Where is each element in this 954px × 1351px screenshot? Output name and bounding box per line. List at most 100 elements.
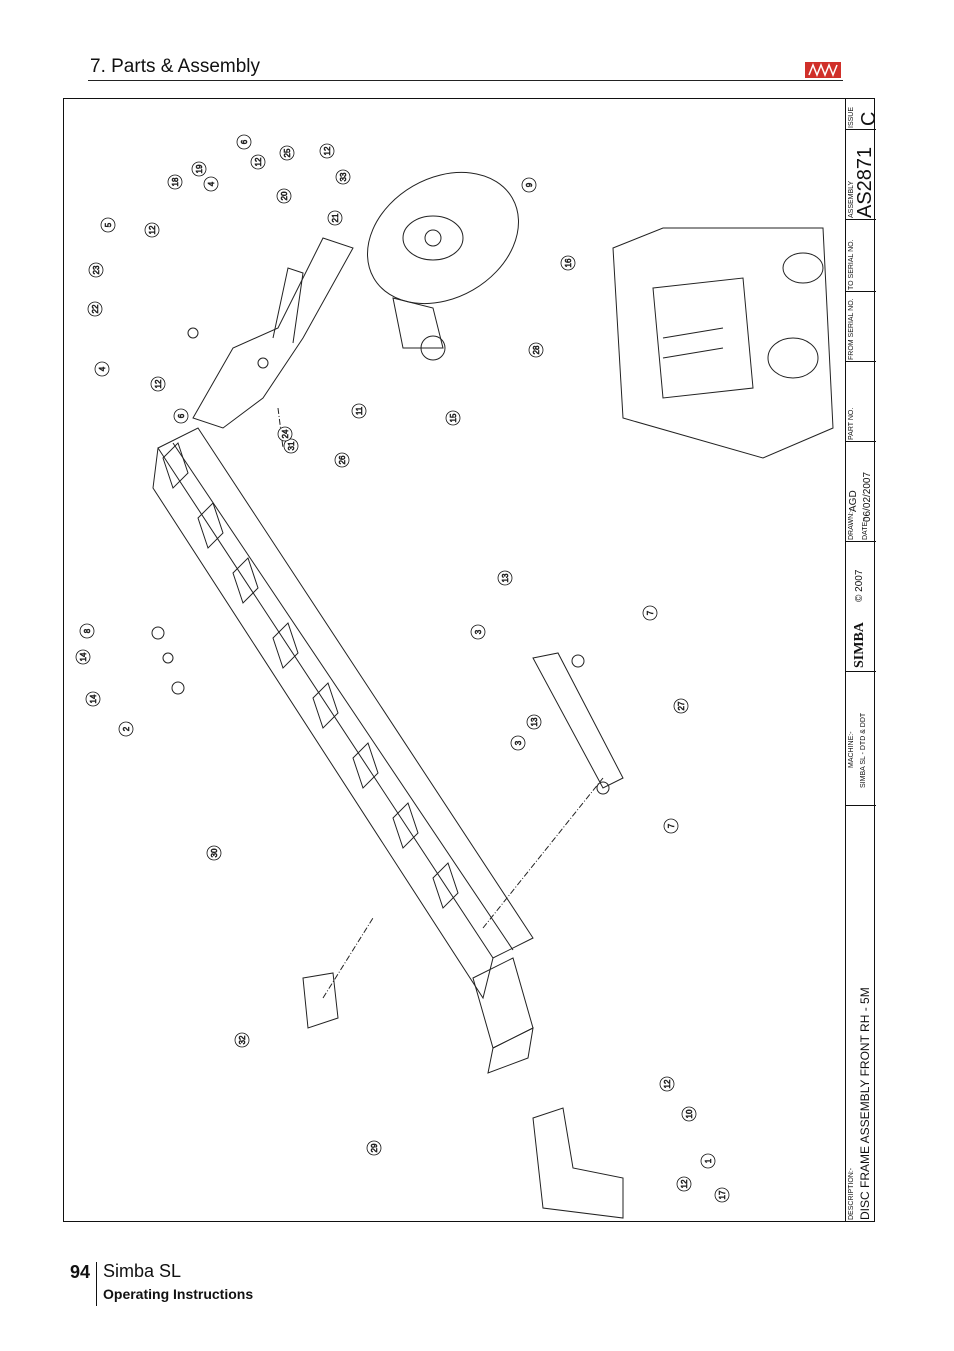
callout-balloon: 14: [75, 649, 91, 665]
from-serial-label: FROM SERIAL NO.: [848, 298, 855, 360]
callout-balloon: 4: [203, 176, 219, 192]
description-cell: DESCRIPTION:- DISC FRAME ASSEMBLY FRONT …: [846, 806, 876, 1222]
copyright: © 2007: [854, 569, 865, 602]
callout-balloon: 9: [521, 177, 537, 193]
callout-number: 12: [680, 1179, 689, 1188]
callout-balloon: 13: [526, 714, 542, 730]
brand-cell: SIMBA © 2007: [846, 542, 876, 672]
callout-number: 16: [564, 258, 573, 267]
machine-value: SIMBA SL - DTD & DDT: [860, 712, 867, 788]
callout-balloon: 7: [642, 605, 658, 621]
callout-balloon: 24: [277, 426, 293, 442]
drawing-frame: [63, 98, 875, 1222]
callout-balloon: 12: [144, 222, 160, 238]
callout-balloon: 27: [673, 698, 689, 714]
callout-balloon: 23: [88, 262, 104, 278]
header-rule: [88, 80, 843, 81]
callout-number: 33: [339, 172, 348, 181]
callout-balloon: 30: [206, 845, 222, 861]
callout-balloon: 19: [191, 161, 207, 177]
description-value: DISC FRAME ASSEMBLY FRONT RH - 5M: [858, 987, 872, 1220]
callout-number: 12: [154, 379, 163, 388]
issue-cell: ISSUE C: [846, 98, 880, 130]
callout-balloon: 8: [79, 623, 95, 639]
callout-number: 31: [287, 441, 296, 450]
callout-number: 15: [449, 413, 458, 422]
drawn-date-cell: DRAWN:- AGD DATE:- 06/02/2007: [846, 442, 876, 542]
to-serial-cell: TO SERIAL NO.: [846, 220, 876, 292]
callout-number: 7: [667, 823, 676, 828]
callout-number: 3: [474, 629, 483, 634]
callout-number: 29: [370, 1143, 379, 1152]
callout-balloon: 12: [250, 154, 266, 170]
callout-balloon: 4: [94, 361, 110, 377]
callout-number: 24: [281, 429, 290, 438]
callout-number: 12: [663, 1079, 672, 1088]
from-serial-cell: FROM SERIAL NO.: [846, 292, 876, 362]
callout-number: 25: [283, 148, 292, 157]
callout-number: 13: [501, 573, 510, 582]
callout-balloon: 10: [681, 1106, 697, 1122]
callout-balloon: 16: [560, 255, 576, 271]
callout-balloon: 6: [173, 408, 189, 424]
callout-balloon: 7: [663, 818, 679, 834]
callout-number: 7: [646, 610, 655, 615]
callout-number: 8: [83, 628, 92, 633]
callout-balloon: 13: [497, 570, 513, 586]
callout-balloon: 14: [85, 691, 101, 707]
callout-balloon: 1: [700, 1153, 716, 1169]
callout-number: 10: [685, 1109, 694, 1118]
footer-divider: [96, 1262, 97, 1306]
callout-number: 9: [525, 182, 534, 187]
callout-number: 6: [240, 139, 249, 144]
callout-number: 12: [323, 146, 332, 155]
callout-balloon: 3: [510, 735, 526, 751]
callout-balloon: 20: [276, 188, 292, 204]
drawn-label: DRAWN:-: [848, 509, 855, 540]
footer-subtitle: Operating Instructions: [103, 1286, 254, 1302]
footer-model: Simba SL: [103, 1261, 182, 1281]
callout-number: 2: [122, 726, 131, 731]
issue-label: ISSUE: [848, 106, 855, 128]
callout-number: 4: [98, 366, 107, 371]
assembly-value: AS2871: [854, 146, 876, 218]
callout-balloon: 12: [676, 1176, 692, 1192]
callout-balloon: 28: [528, 342, 544, 358]
part-no-label: PART NO.: [848, 407, 855, 440]
callout-number: 4: [207, 181, 216, 186]
callout-number: 3: [514, 740, 523, 745]
callout-number: 18: [171, 177, 180, 186]
callout-balloon: 15: [445, 410, 461, 426]
callout-number: 1: [704, 1158, 713, 1163]
callout-balloon: 3: [470, 624, 486, 640]
part-no-cell: PART NO.: [846, 362, 876, 442]
callout-number: 27: [677, 701, 686, 710]
callout-number: 30: [210, 848, 219, 857]
callout-number: 13: [530, 717, 539, 726]
callout-balloon: 33: [335, 169, 351, 185]
callout-number: 14: [79, 652, 88, 661]
callout-number: 14: [89, 694, 98, 703]
callout-balloon: 6: [236, 134, 252, 150]
callout-balloon: 26: [334, 452, 350, 468]
callout-balloon: 11: [351, 403, 367, 419]
callout-number: 26: [338, 455, 347, 464]
callout-number: 11: [355, 406, 364, 415]
drawn-value: AGD: [848, 490, 859, 512]
callout-number: 6: [177, 413, 186, 418]
description-label: DESCRIPTION:-: [848, 1167, 855, 1220]
callout-balloon: 12: [150, 376, 166, 392]
callout-number: 5: [104, 222, 113, 227]
callout-balloon: 17: [714, 1187, 730, 1203]
date-value: 06/02/2007: [862, 471, 873, 522]
callout-balloon: 5: [100, 217, 116, 233]
simba-logo-icon: [805, 62, 841, 78]
callout-balloon: 31: [283, 438, 299, 454]
assembly-cell: ASSEMBLY AS2871: [846, 130, 876, 220]
brand-mark: SIMBA: [852, 622, 867, 668]
callout-balloon: 12: [319, 143, 335, 159]
callout-number: 19: [195, 164, 204, 173]
callout-number: 23: [92, 265, 101, 274]
callout-number: 20: [280, 191, 289, 200]
